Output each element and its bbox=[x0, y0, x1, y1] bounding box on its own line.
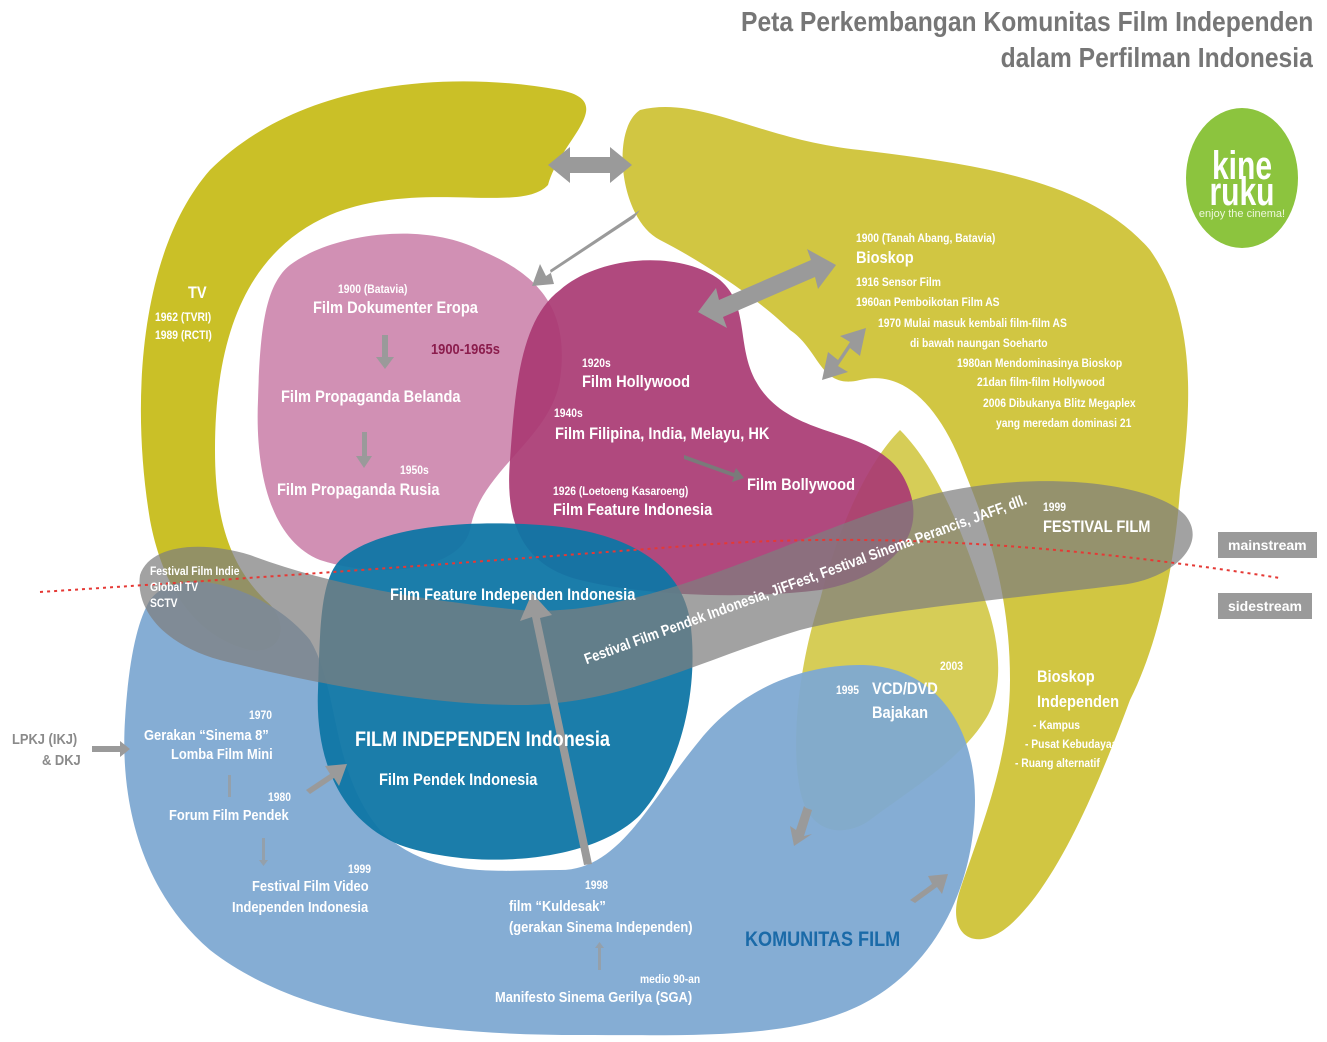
vcd-year-1995: 1995 bbox=[836, 683, 859, 697]
bioskop-event-1970b: di bawah naungan Soeharto bbox=[910, 336, 1048, 350]
page-title-line-1: Peta Perkembangan Komunitas Film Indepen… bbox=[740, 6, 1313, 37]
feature-independen-label: Film Feature Independen Indonesia bbox=[390, 585, 636, 604]
bioskop-independen-kampus: - Kampus bbox=[1033, 718, 1081, 732]
double-arrow-bioskop-vcd bbox=[822, 328, 866, 380]
logo-word-1: kine bbox=[1211, 144, 1273, 188]
kuldesak-year: 1998 bbox=[585, 878, 608, 892]
bioskop-independen-label-2: Independen bbox=[1037, 692, 1120, 711]
bioskop-title: Bioskop bbox=[856, 248, 914, 267]
film-independen-bold: FILM INDEPENDEN bbox=[355, 728, 521, 751]
connection-arrows bbox=[92, 147, 948, 970]
arrow-lpkj bbox=[92, 741, 130, 757]
double-arrow-hollywood-bioskop bbox=[698, 249, 836, 328]
bioskop-event-2006: 2006 Dibukanya Blitz Megaplex bbox=[983, 396, 1136, 410]
tv-region bbox=[140, 81, 587, 651]
mainstream-badge: mainstream bbox=[1218, 532, 1317, 558]
bioskop-event-1916: 1916 Sensor Film bbox=[856, 275, 941, 289]
tv-label: TV bbox=[188, 283, 207, 302]
dokumenter-year: 1900 (Batavia) bbox=[338, 282, 408, 296]
bioskop-event-1980: 1980an Mendominasinya Bioskop bbox=[957, 356, 1123, 370]
film-pendek-label: Film Pendek Indonesia bbox=[379, 770, 538, 789]
sinema8-year: 1970 bbox=[249, 708, 272, 722]
festival-video-year: 1999 bbox=[348, 862, 371, 876]
sinema8-label: Gerakan “Sinema 8” bbox=[144, 727, 269, 744]
propaganda-belanda-label: Film Propaganda Belanda bbox=[281, 387, 461, 406]
manifesto-year: medio 90-an bbox=[640, 972, 701, 986]
bioskop-independen-label-1: Bioskop bbox=[1037, 667, 1095, 686]
lpkj-label-1: LPKJ (IKJ) bbox=[12, 731, 78, 748]
dokumenter-region bbox=[257, 233, 562, 570]
double-arrow-tv-bioskop bbox=[548, 147, 632, 183]
lomba-label: Lomba Film Mini bbox=[171, 746, 273, 763]
festival-band bbox=[139, 481, 1193, 705]
tv-1989: 1989 (RCTI) bbox=[155, 328, 212, 342]
vcd-label: VCD/DVD bbox=[872, 679, 938, 698]
vcd-year-2003: 2003 bbox=[940, 659, 963, 673]
lpkj-label-2: & DKJ bbox=[42, 752, 81, 769]
kineruku-logo: kine ruku enjoy the cinema! bbox=[1186, 108, 1298, 248]
dokumenter-title: Film Dokumenter Eropa bbox=[313, 298, 478, 317]
festival-indie-label: Festival Film Indie bbox=[150, 564, 240, 578]
hollywood-region bbox=[509, 260, 914, 596]
gerakan-label: (gerakan Sinema Independen) bbox=[509, 919, 693, 936]
tv-1962: 1962 (TVRI) bbox=[155, 310, 212, 324]
arrow-kuldesak-feature bbox=[520, 593, 592, 865]
film-independen-rest: Indonesia bbox=[520, 728, 610, 751]
festival-video-label-1: Festival Film Video bbox=[252, 878, 369, 895]
arrow-sinema8-independen bbox=[306, 764, 347, 794]
film-independen-title: FILM INDEPENDEN Indonesia bbox=[355, 728, 610, 752]
arrow-manifesto-kuldesak bbox=[595, 942, 604, 970]
arrow-sinema8-forum bbox=[228, 775, 231, 797]
bioskop-event-2006b: yang meredam dominasi 21 bbox=[996, 416, 1132, 430]
bioskop-event-1980b: 21dan film-film Hollywood bbox=[977, 375, 1105, 389]
feature-indonesia-label: Film Feature Indonesia bbox=[553, 500, 713, 519]
arrow-forum-festival bbox=[259, 838, 268, 866]
global-tv-label: Global TV bbox=[150, 580, 199, 594]
dokumenter-1950: 1950s bbox=[400, 463, 429, 477]
arrow-asia-bollywood bbox=[684, 455, 744, 482]
komunitas-title: KOMUNITAS FILM bbox=[745, 928, 901, 951]
bioskop-region bbox=[622, 106, 1189, 940]
propaganda-rusia-label: Film Propaganda Rusia bbox=[277, 480, 440, 499]
bollywood-label: Film Bollywood bbox=[747, 475, 856, 494]
hollywood-label: Film Hollywood bbox=[582, 372, 691, 391]
bajakan-label: Bajakan bbox=[872, 703, 929, 722]
forum-year: 1980 bbox=[268, 790, 291, 804]
komunitas-region bbox=[124, 581, 975, 1036]
asia-label: Film Filipina, India, Melayu, HK bbox=[555, 424, 770, 443]
era-label: 1900-1965s bbox=[431, 341, 500, 358]
festival-video-label-2: Independen Indonesia bbox=[232, 899, 369, 916]
sctv-label: SCTV bbox=[150, 596, 178, 610]
arrow-komunitas-bioskop bbox=[910, 874, 948, 903]
logo-word-2: ruku bbox=[1209, 170, 1275, 214]
sidestream-badge: sidestream bbox=[1218, 593, 1312, 619]
manifesto-label: Manifesto Sinema Gerilya (SGA) bbox=[495, 989, 693, 1006]
asia-year: 1940s bbox=[554, 406, 583, 420]
arrow-vcd-komunitas bbox=[790, 806, 812, 846]
arrow-bioskop-dokumenter bbox=[532, 210, 640, 286]
arrow-dokumenter-down-1 bbox=[376, 335, 394, 369]
bioskop-independen-pusat: - Pusat Kebudayaan bbox=[1025, 737, 1124, 751]
bioskop-independen-ruang: - Ruang alternatif bbox=[1015, 756, 1100, 770]
bioskop-event-1960: 1960an Pemboikotan Film AS bbox=[856, 295, 1000, 309]
forum-label: Forum Film Pendek bbox=[169, 807, 289, 824]
arrow-dokumenter-down-2 bbox=[356, 432, 372, 468]
festival-year: 1999 bbox=[1043, 500, 1066, 514]
bioskop-event-1970: 1970 Mulai masuk kembali film-film AS bbox=[878, 316, 1067, 330]
bioskop-year: 1900 (Tanah Abang, Batavia) bbox=[856, 231, 996, 245]
feature-year: 1926 (Loetoeng Kasaroeng) bbox=[553, 484, 689, 498]
hollywood-year: 1920s bbox=[582, 356, 611, 370]
page-title-line-2: dalam Perfilman Indonesia bbox=[1000, 42, 1313, 73]
festival-title: FESTIVAL FILM bbox=[1043, 517, 1151, 536]
logo-tagline: enjoy the cinema! bbox=[1198, 208, 1286, 220]
kuldesak-label: film “Kuldesak” bbox=[509, 898, 606, 915]
